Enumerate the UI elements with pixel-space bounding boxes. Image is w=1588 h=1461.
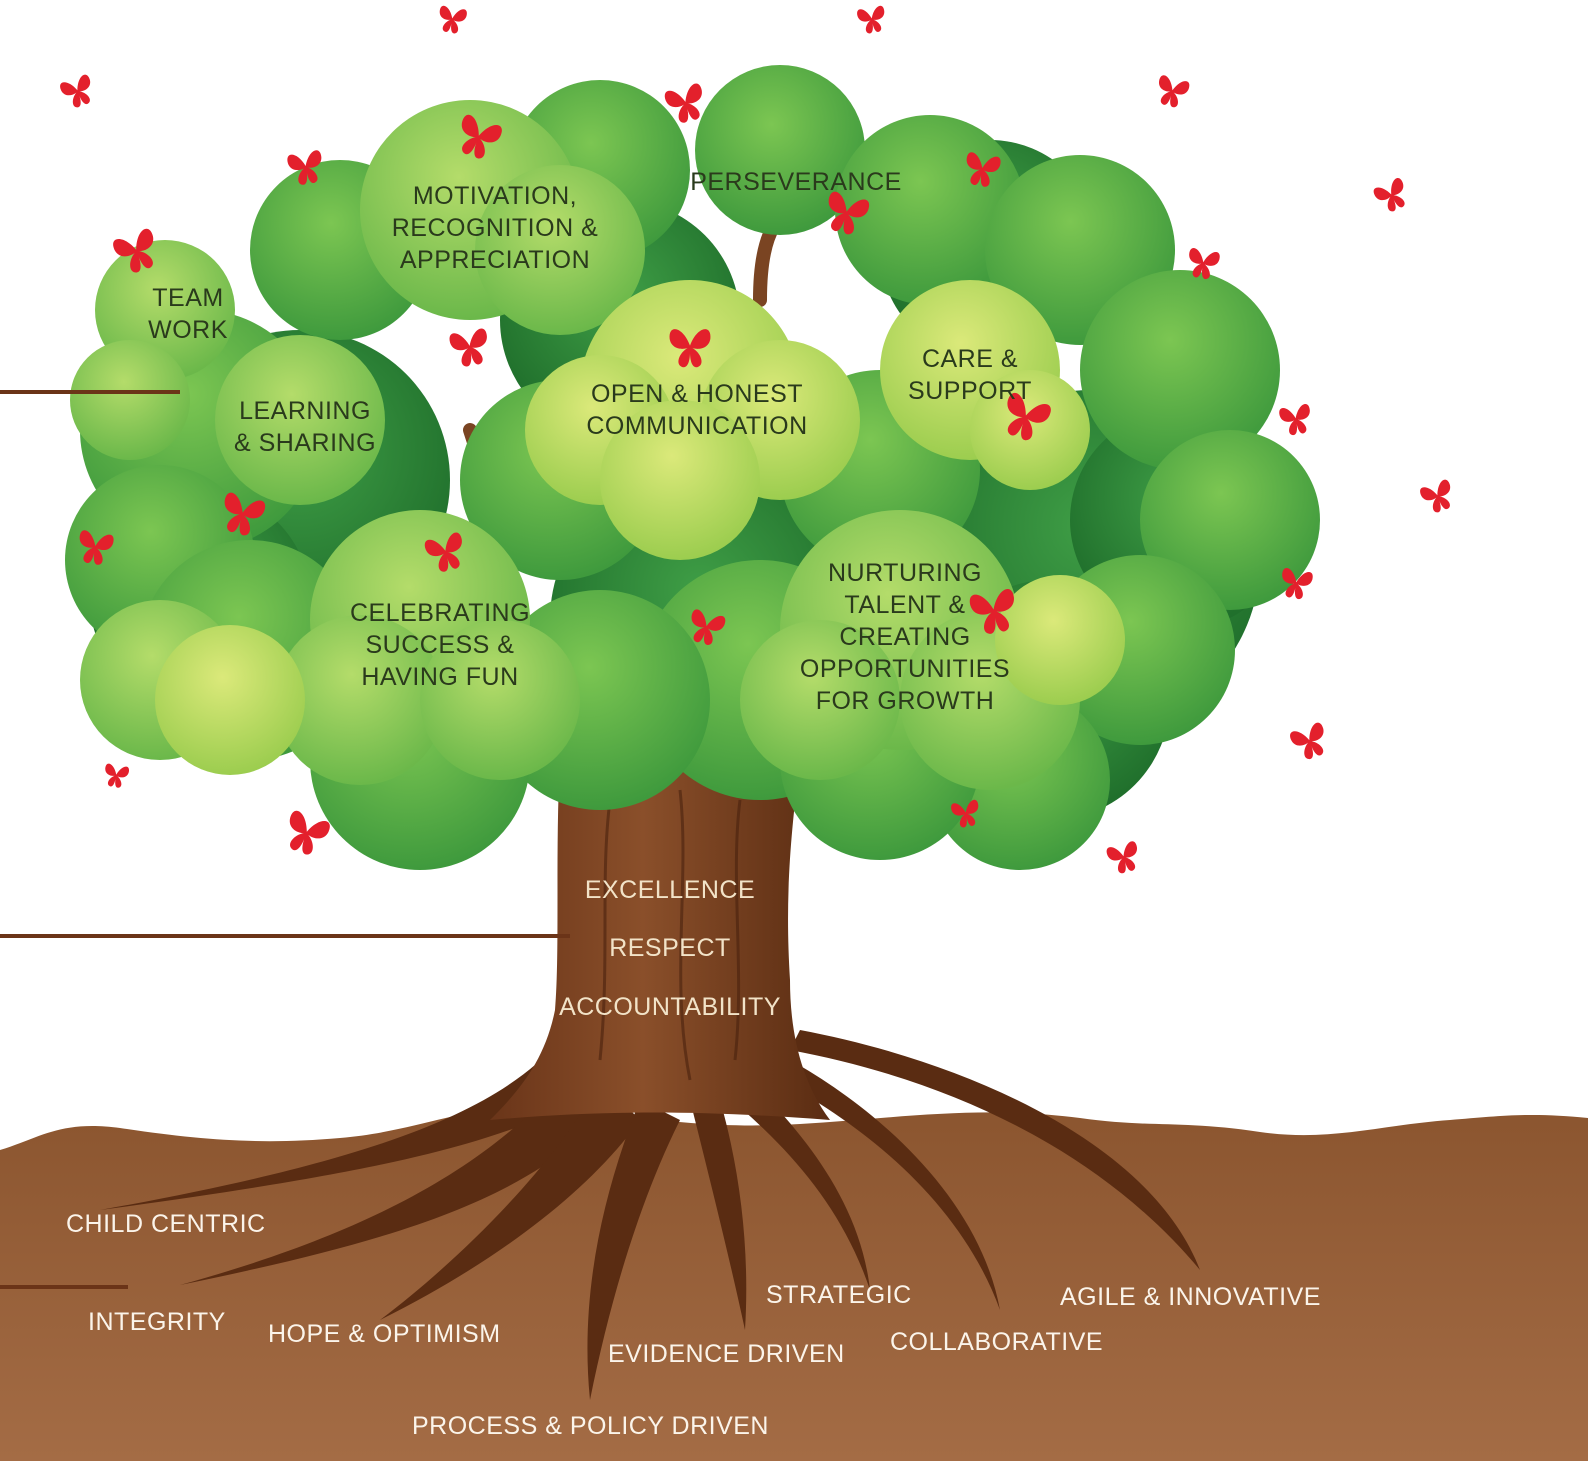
root-label-strategic: STRATEGIC — [766, 1281, 912, 1309]
butterfly-icon — [951, 799, 979, 828]
leaf-label-care: CARE & SUPPORT — [908, 345, 1032, 405]
leaf-label-nurturing: NURTURING TALENT & CREATING OPPORTUNITIE… — [799, 559, 1011, 715]
trunk — [490, 760, 830, 1120]
butterfly-icon — [969, 588, 1014, 634]
root-label-hope-optimism: HOPE & OPTIMISM — [268, 1320, 501, 1348]
connector-line-roots — [0, 1285, 128, 1289]
root-label-process-policy: PROCESS & POLICY DRIVEN — [412, 1412, 769, 1440]
butterfly-icon — [1007, 392, 1051, 441]
butterfly-icon — [105, 763, 130, 788]
leaf-label-team-work: TEAM WORK — [148, 284, 228, 344]
root-label-integrity: INTEGRITY — [88, 1308, 226, 1336]
butterfly-icon — [1106, 841, 1137, 874]
root-label-collaborative: COLLABORATIVE — [890, 1328, 1104, 1356]
butterfly-icon — [691, 609, 726, 646]
trunk-bark — [598, 789, 742, 1081]
soil-ground — [0, 1106, 1588, 1461]
connector-line-trunk — [0, 934, 570, 938]
trunk-label-accountability: ACCOUNTABILITY — [559, 993, 781, 1021]
butterfly-icon — [287, 150, 322, 185]
butterfly-icon — [669, 329, 711, 368]
butterfly-icon — [966, 152, 1001, 187]
butterfly-icon — [289, 810, 330, 855]
butterfly-icon — [857, 5, 885, 34]
butterflies — [60, 5, 1451, 874]
leaf-label-open-honest: OPEN & HONEST COMMUNICATION — [586, 380, 808, 440]
butterfly-icon — [224, 492, 266, 536]
root-label-evidence-driven: EVIDENCE DRIVEN — [608, 1340, 845, 1368]
trunk-label-excellence: EXCELLENCE — [584, 876, 756, 904]
foliage-light — [70, 100, 1080, 790]
butterfly-icon — [1159, 75, 1190, 108]
butterfly-icon — [664, 83, 702, 123]
leaf-label-perseverance: PERSEVERANCE — [690, 168, 902, 196]
foliage-lime — [155, 280, 1125, 775]
leaf-label-learning: LEARNING & SHARING — [233, 397, 377, 457]
butterfly-icon — [1282, 568, 1313, 600]
butterfly-icon — [113, 228, 154, 273]
butterfly-icon — [60, 74, 91, 108]
butterfly-icon — [1290, 722, 1324, 760]
butterfly-icon — [449, 328, 487, 367]
connector-line-leaves — [0, 390, 180, 394]
root-label-child-centric: CHILD CENTRIC — [66, 1210, 266, 1238]
butterfly-icon — [1189, 248, 1220, 280]
trunk-label-respect: RESPECT — [609, 934, 731, 962]
butterfly-icon — [79, 530, 114, 565]
butterfly-icon — [461, 114, 502, 159]
leaf-label-motivation: MOTIVATION, RECOGNITION & APPRECIATION — [391, 182, 599, 274]
butterfly-icon — [1373, 178, 1405, 212]
root-label-agile-innovative: AGILE & INNOVATIVE — [1060, 1283, 1321, 1311]
butterfly-icon — [1420, 479, 1451, 513]
butterfly-icon — [439, 5, 467, 34]
butterfly-icon — [1279, 404, 1310, 436]
leaf-label-celebrating: CELEBRATING SUCCESS & HAVING FUN — [349, 599, 531, 691]
butterfly-icon — [424, 532, 462, 572]
butterfly-icon — [828, 191, 870, 235]
